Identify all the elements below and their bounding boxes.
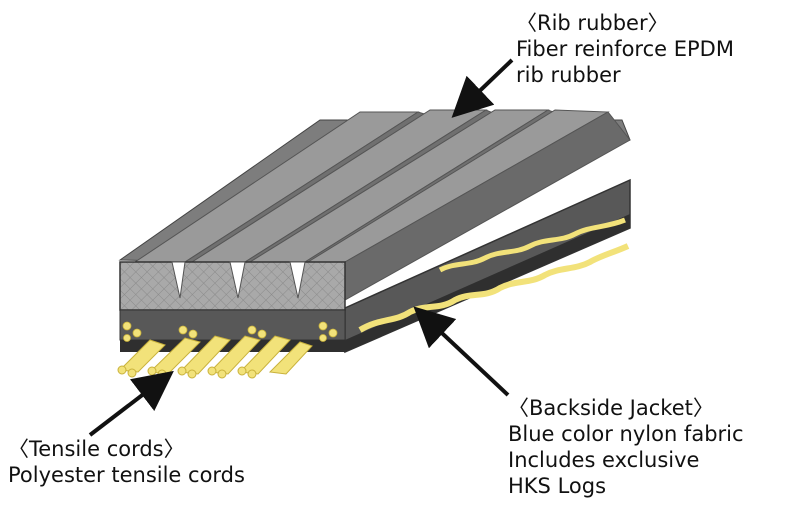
backside-arrow [413, 306, 510, 397]
backside-jacket-heading: 〈Backside Jacket〉 [508, 396, 714, 420]
arrows [88, 58, 514, 437]
cord-layer [119, 309, 346, 352]
rib-rubber-line-1: Fiber reinforce EPDM [516, 37, 734, 61]
tensile-cords-label: 〈Tensile cords〉 Polyester tensile cords [8, 436, 245, 488]
belt-ribs [118, 109, 631, 301]
tensile-cords-protruding [117, 335, 313, 379]
tensile-cords-heading: 〈Tensile cords〉 [8, 437, 185, 461]
side-cord-strands [358, 217, 630, 333]
rib-arrow [451, 58, 514, 118]
backside-jacket-line-2: Includes exclusive [508, 448, 700, 472]
tensile-cord-dots [122, 321, 338, 342]
rib-rubber-line-2: rib rubber [516, 63, 621, 87]
tensile-cords-line-1: Polyester tensile cords [8, 463, 245, 487]
backside-jacket-label: 〈Backside Jacket〉 Blue color nylon fabri… [508, 395, 744, 499]
tensile-arrow [88, 370, 174, 437]
rib-cross-section [119, 261, 346, 311]
backside-jacket-line-3: HKS Logs [508, 474, 607, 498]
rib-rubber-heading: 〈Rib rubber〉 [516, 11, 669, 35]
rib-rubber-label: 〈Rib rubber〉 Fiber reinforce EPDM rib ru… [516, 10, 734, 88]
backside-jacket-line-1: Blue color nylon fabric [508, 422, 744, 446]
